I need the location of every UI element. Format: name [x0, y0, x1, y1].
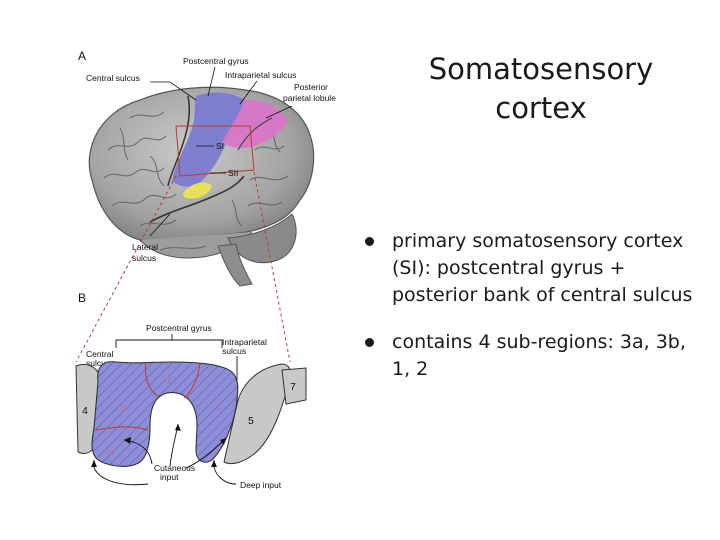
area-4-label: 4 [82, 405, 88, 417]
label-b-intraparietal-2: sulcus [222, 346, 246, 356]
label-si: SI [216, 141, 224, 151]
zoom-lines [75, 171, 291, 363]
label-cutaneous-input-2: input [160, 472, 179, 482]
area-5-label: 5 [248, 415, 254, 427]
label-central-sulcus: Central sulcus [86, 73, 140, 83]
label-b-central-sulcus-2: sulcus [86, 358, 110, 368]
figure-somatosensory-cortex: A [75, 49, 336, 490]
label-b-postcentral-gyrus: Postcentral gyrus [146, 323, 212, 333]
bullet-text: contains 4 sub-regions: 3a, 3b, 1, 2 [392, 331, 686, 380]
label-posterior-parietal-2: parietal lobule [283, 93, 336, 103]
label-lateral-sulcus-1: Lateral [132, 242, 158, 252]
label-cutaneous-input-1: Cutaneous [154, 463, 195, 473]
bullet-item: contains 4 sub-regions: 3a, 3b, 1, 2 [362, 329, 702, 383]
area-2-label: 2 [216, 402, 221, 413]
panel-a-label: A [78, 49, 86, 63]
area-3a-label: 3a [104, 446, 115, 457]
label-postcentral-gyrus: Postcentral gyrus [183, 56, 249, 66]
slide-title: Somatosensory cortex [396, 50, 686, 128]
area-3b-label: 3b [118, 404, 129, 415]
bullet-dot-icon [365, 338, 374, 347]
brain-illustration [88, 86, 315, 287]
label-b-intraparietal-1: Intraparietal [222, 337, 267, 347]
label-posterior-parietal-1: Posterior [294, 82, 328, 92]
label-deep-input: Deep input [240, 480, 282, 490]
area-1-label: 1 [166, 375, 171, 386]
label-lateral-sulcus-2: sulcus [132, 253, 156, 263]
label-sii: SII [228, 168, 238, 178]
panel-b-label: B [78, 291, 86, 305]
label-b-central-sulcus-1: Central [86, 349, 114, 359]
area-7-label: 7 [290, 381, 296, 393]
bullet-dot-icon [365, 237, 374, 246]
bullet-list: primary somatosensory cortex (SI): postc… [362, 228, 702, 403]
bullet-text: primary somatosensory cortex (SI): postc… [392, 230, 693, 306]
slide-title-line-1: Somatosensory [428, 52, 654, 86]
area-7-region [281, 367, 307, 405]
label-intraparietal-sulcus: Intraparietal sulcus [225, 70, 296, 80]
slide-title-line-2: cortex [495, 91, 587, 125]
bullet-item: primary somatosensory cortex (SI): postc… [362, 228, 702, 309]
